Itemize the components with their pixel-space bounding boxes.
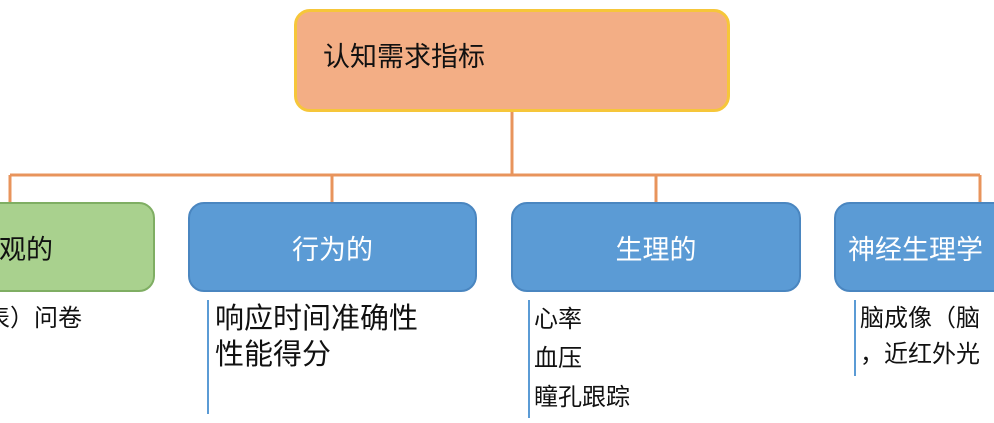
category-label-subjective: 观的 [0, 234, 53, 266]
detail-list-behavior: 响应时间准确性 性能得分 [207, 300, 477, 414]
detail-item: 表）问卷 [0, 304, 82, 332]
category-label-behavior: 行为的 [292, 234, 373, 266]
category-node-neurophysiological: 神经生理学 [834, 202, 994, 292]
detail-list-subjective: 表）问卷 [0, 300, 140, 336]
detail-item: 性能得分 [215, 337, 332, 371]
detail-list-neurophysiological: 脑成像（脑 ，近红外光 [854, 300, 994, 376]
root-node: 认知需求指标 [294, 9, 730, 112]
root-node-label: 认知需求指标 [323, 42, 485, 73]
detail-item: 脑成像（脑 [860, 304, 980, 332]
detail-item: 响应时间准确性 [215, 301, 419, 335]
detail-item: 心率 [534, 305, 582, 333]
category-node-behavior: 行为的 [188, 202, 477, 292]
category-label-physiological: 生理的 [615, 234, 697, 266]
category-label-neurophysiological: 神经生理学 [848, 234, 983, 266]
detail-item: 瞳孔跟踪 [534, 383, 630, 411]
detail-item: 血压 [534, 344, 582, 372]
category-node-subjective: 观的 [0, 202, 155, 292]
category-node-physiological: 生理的 [511, 202, 801, 292]
detail-item: ，近红外光 [860, 340, 980, 368]
detail-list-physiological: 心率 血压 瞳孔跟踪 [528, 300, 728, 418]
